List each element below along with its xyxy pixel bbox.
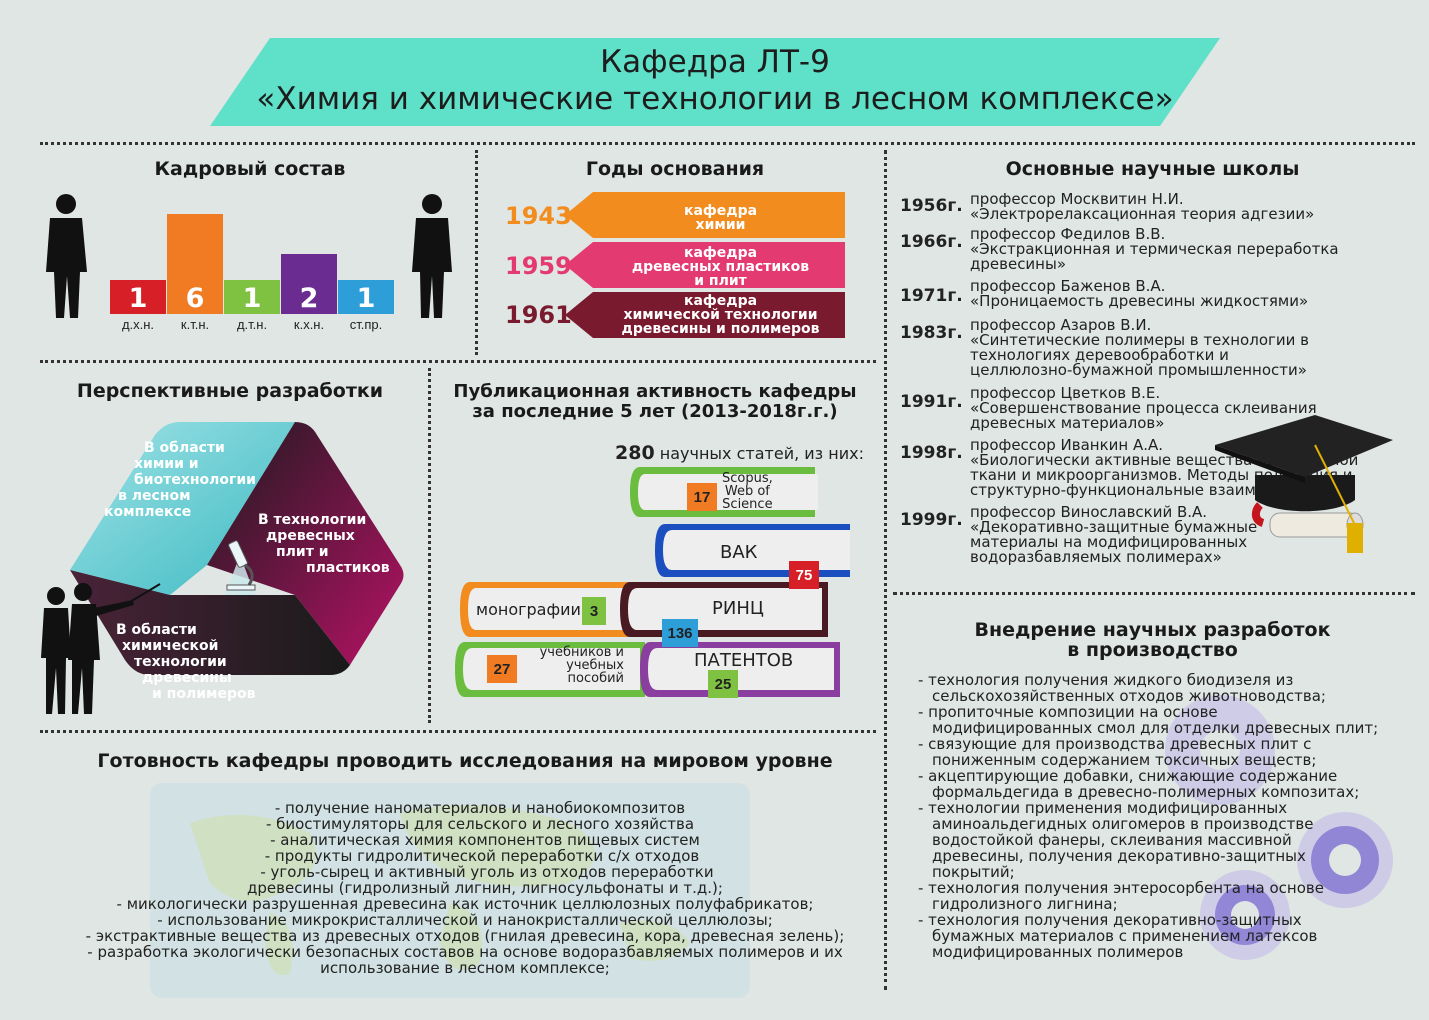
microscope-icon	[226, 540, 256, 591]
textbooks-count-badge: 27	[487, 655, 517, 683]
vak-count-badge: 75	[789, 561, 819, 589]
staff-bar: 6	[167, 214, 223, 314]
staff-bar: 2	[281, 254, 337, 314]
school-text: профессор Цветков В.Е.«Совершенствование…	[970, 384, 1317, 432]
school-text: профессор Баженов В.А.«Проницаемость дре…	[970, 277, 1309, 310]
staff-bar-label: к.х.н.	[293, 317, 325, 332]
school-year: 1999г.	[900, 510, 963, 530]
staff-bar-label: к.т.н.	[180, 317, 210, 332]
school-text: профессор Азаров В.И.«Синтетические поли…	[970, 316, 1309, 379]
staff-chart: 1 6 1 2 1 д.х.н. к.т.н. д.т.н. к.х.н. ст…	[110, 200, 395, 340]
patents-label: ПАТЕНТОВ	[694, 650, 794, 671]
banner-ribbon	[210, 38, 1220, 126]
founding-year: 1961	[505, 301, 572, 329]
founding-year: 1943	[505, 202, 572, 230]
school-year: 1956г.	[900, 196, 963, 216]
implementation-list: - технология получения жидкого биодизеля…	[918, 671, 1379, 961]
title-line-2: «Химия и химические технологии в лесном …	[256, 81, 1174, 117]
school-text: профессор Винославский В.А.«Декоративно-…	[970, 503, 1258, 566]
staff-bar: 1	[338, 280, 394, 314]
staff-bar: 1	[224, 280, 280, 314]
divider	[428, 368, 431, 723]
readiness-list: - получение наноматериалов и нанобиокомп…	[85, 799, 845, 977]
monographs-label: монографии	[476, 600, 581, 619]
man-silhouette-icon	[412, 194, 452, 318]
divider	[893, 592, 1415, 595]
schools-title: Основные научные школы	[1005, 158, 1300, 180]
school-year: 1991г.	[900, 392, 963, 412]
scopus-count-badge: 17	[687, 483, 717, 511]
school-year: 1971г.	[900, 286, 963, 306]
perspective-title: Перспективные разработки	[76, 380, 384, 402]
school-text: профессор Москвитин Н.И.«Электрорелаксац…	[970, 190, 1315, 223]
staff-bar-label: ст.пр.	[349, 317, 383, 332]
founding-arrows	[565, 192, 845, 338]
founding-year: 1959	[505, 252, 572, 280]
divider	[475, 150, 478, 355]
school-text: профессор Иванкин А.А.«Биологически акти…	[970, 436, 1359, 499]
publications-total: 280 научных статей, из них:	[615, 442, 864, 464]
perspective-segment-1: В области химии и биотехнологии в лесном…	[104, 440, 256, 520]
page-title: Кафедра ЛТ-9 «Химия и химические техноло…	[210, 44, 1220, 118]
divider	[40, 360, 876, 363]
school-year: 1966г.	[900, 232, 963, 252]
readiness-title: Готовность кафедры проводить исследовани…	[97, 750, 833, 772]
school-year: 1983г.	[900, 323, 963, 343]
monographs-count-badge: 3	[582, 597, 606, 625]
presenters-silhouette-icon	[41, 583, 161, 714]
perspective-segment-2: В технологии древесных плит и пластиков	[258, 512, 390, 576]
title-line-1: Кафедра ЛТ-9	[600, 44, 830, 80]
world-map-background	[150, 783, 750, 998]
divider	[40, 730, 876, 733]
patents-count-badge: 25	[708, 670, 738, 698]
graduation-cap-icon	[1215, 415, 1393, 553]
perspective-triangle	[70, 422, 404, 675]
rinc-count-badge: 136	[662, 619, 698, 647]
divider	[884, 150, 887, 990]
vak-label: ВАК	[720, 542, 758, 563]
staff-bar-label: д.х.н.	[121, 317, 155, 332]
staff-title: Кадровый состав	[154, 158, 346, 180]
founding-title: Годы основания	[585, 158, 765, 180]
staff-bar: 1	[110, 280, 166, 314]
gears-background-icon	[1165, 695, 1393, 960]
divider	[40, 142, 1415, 145]
title-banner: Кафедра ЛТ-9 «Химия и химические техноло…	[210, 38, 1220, 126]
man-silhouette-icon	[46, 194, 87, 318]
staff-bar-label: д.т.н.	[236, 317, 268, 332]
perspective-segment-3: В области химической технологии древесин…	[116, 622, 256, 702]
school-text: профессор Федилов В.В.«Экстракционная и …	[970, 225, 1339, 273]
rinc-label: РИНЦ	[712, 598, 764, 619]
school-year: 1998г.	[900, 443, 963, 463]
